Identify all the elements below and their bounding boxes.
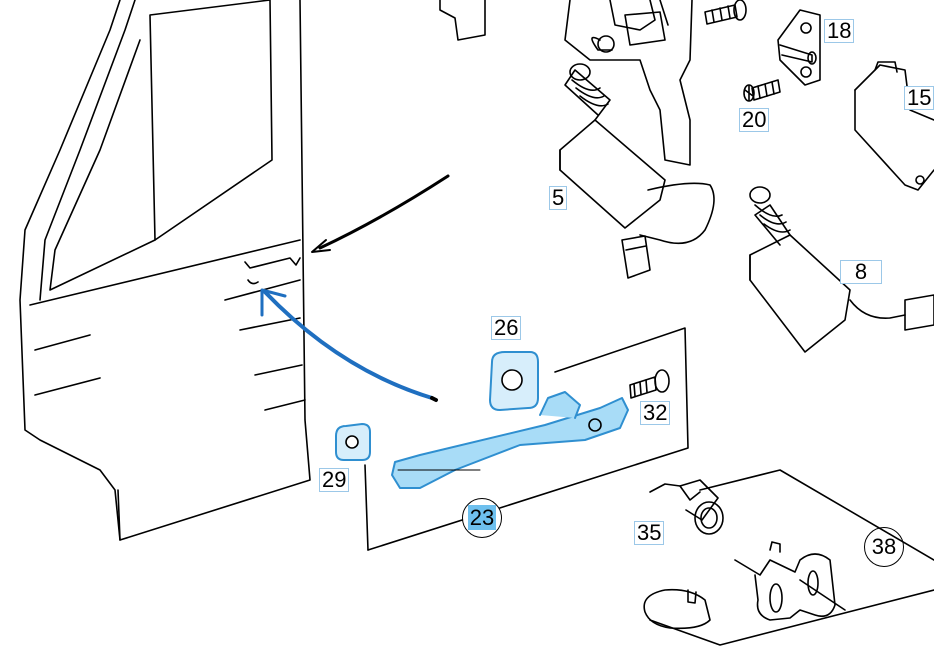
callout-38: 38 — [864, 527, 904, 567]
callout-8: 8 — [840, 260, 882, 284]
cap-part-29 — [335, 423, 371, 461]
lock-pointer-arrow — [311, 174, 450, 253]
callout-26: 26 — [491, 316, 522, 340]
callout-20: 20 — [739, 108, 770, 132]
handle-pointer-arrow — [260, 288, 438, 402]
lock-actuator-part-5 — [559, 63, 715, 279]
door-handle-part-23 — [391, 391, 629, 489]
lock-actuator-part-8 — [749, 186, 934, 353]
bracket-part-18 — [777, 9, 821, 86]
callout-32: 32 — [640, 401, 671, 425]
screw-part-32 — [629, 369, 670, 399]
handle-assembly-frame — [364, 327, 689, 551]
callout-5: 5 — [549, 186, 568, 210]
cover-part-26 — [489, 351, 539, 411]
screw-part-20 — [743, 79, 781, 102]
callout-23: 23 — [462, 498, 502, 538]
door-panel — [19, 0, 311, 541]
lock-cylinder-part-35 — [649, 479, 724, 535]
component-part-15 — [854, 61, 934, 191]
clip-top — [439, 0, 486, 41]
door-lock-mechanism — [564, 0, 693, 166]
callout-23-label: 23 — [467, 505, 497, 530]
screw-top — [704, 0, 747, 25]
callout-15: 15 — [904, 86, 934, 110]
callout-35: 35 — [634, 521, 665, 545]
callout-18: 18 — [824, 19, 855, 43]
callout-29: 29 — [319, 468, 350, 492]
